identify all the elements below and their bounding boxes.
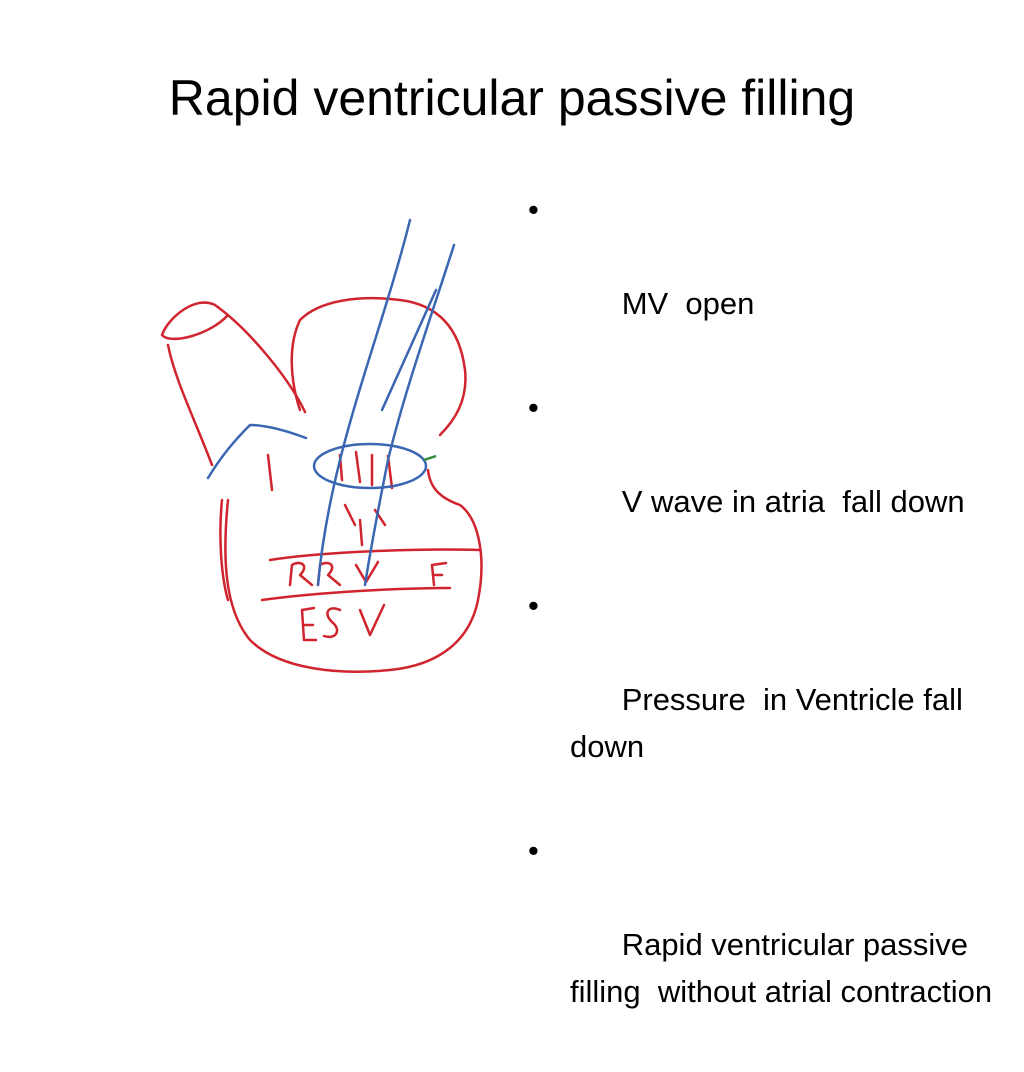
bullet-list: • MV open • V wave in atria fall down • … [528,186,998,1072]
bullet-marker: • [528,192,539,227]
bullet-item: • Pressure in Ventricle fall down [528,582,998,817]
bullet-marker: • [528,588,539,623]
catheter-2 [363,243,456,587]
ventricle-left-wall [219,498,230,602]
slide-title: Rapid ventricular passive filling [168,70,856,126]
atrium-outline [160,301,307,414]
bullet-item: • MV open [528,186,998,374]
bullet-text: Rapid ventricular passive filling withou… [570,927,993,1009]
ventricle-outline [224,468,483,673]
atrium-left-wall [166,343,214,467]
bullet-marker: • [528,833,539,868]
bullet-item: • V wave in atria fall down [528,384,998,572]
bullet-text: V wave in atria fall down [621,484,965,519]
bullet-marker: • [528,390,539,425]
rrvf-line [268,548,482,562]
atrium-body [290,296,467,437]
catheter-hook [206,423,308,480]
mitral-valve-oval [312,442,428,490]
slide: Rapid ventricular passive filling [160,70,993,1009]
bullet-item: • Rapid ventricular passive filling with… [528,827,998,1062]
bullet-text: MV open [621,286,755,321]
catheter-1 [316,218,412,587]
esv-line [260,586,452,602]
bullet-text: Pressure in Ventricle fall down [570,682,972,764]
